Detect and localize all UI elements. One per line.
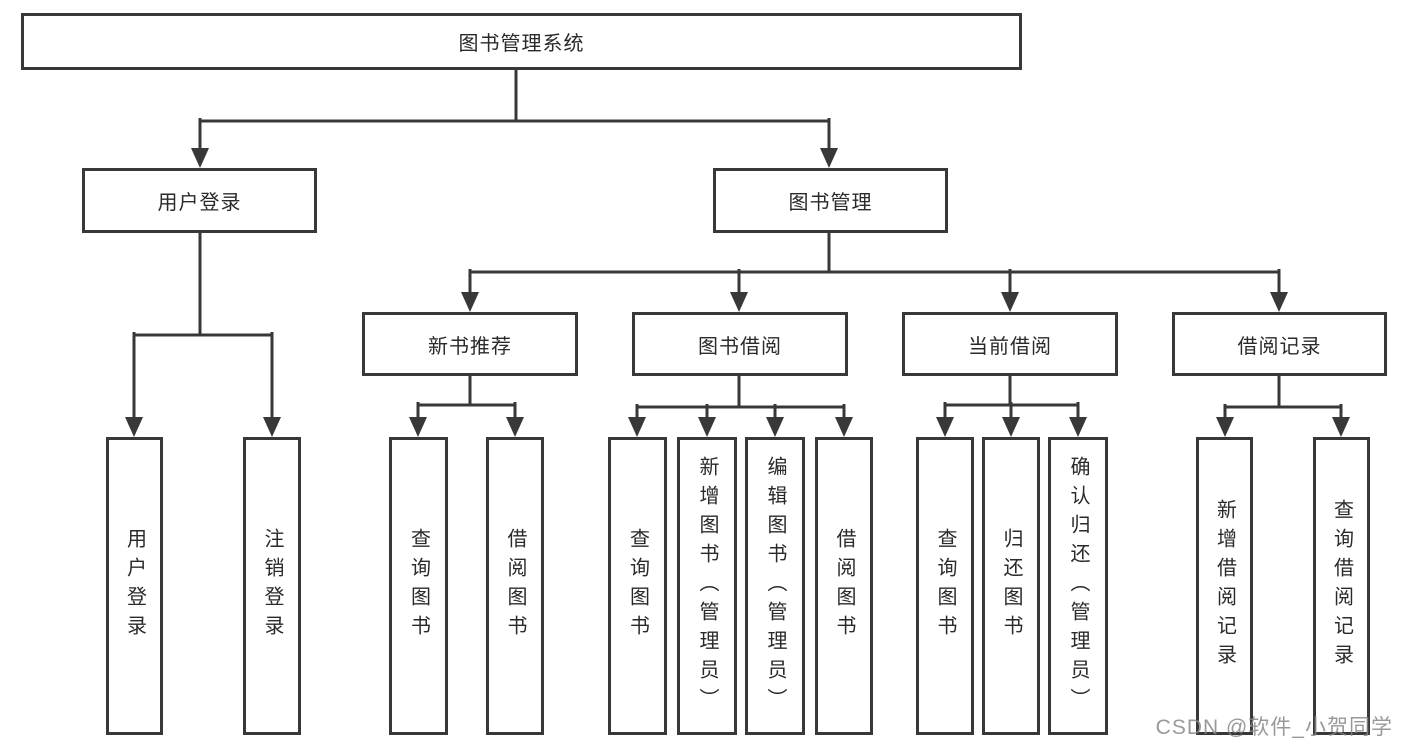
node-user-login-label: 用户登录 <box>157 192 242 214</box>
leaf-confirm-return-admin: 确认归还（管理员） <box>1048 437 1108 735</box>
node-book-borrow-label: 图书借阅 <box>698 335 782 358</box>
connector-borrow-records-to-leaves <box>1216 374 1350 437</box>
leaf-return-books: 归还图书 <box>982 437 1040 735</box>
leaf-query-books-borrow: 查询图书 <box>608 437 667 735</box>
watermark: CSDN @软件_小贺同学 <box>1155 716 1393 739</box>
leaf-query-books-recommend: 查询图书 <box>389 437 448 735</box>
leaf-add-books-admin: 新增图书（管理员） <box>677 437 737 735</box>
leaf-borrow-books-label: 借阅图书 <box>833 528 855 644</box>
leaf-user-login: 用户登录 <box>106 437 163 735</box>
leaf-borrow-books-recommend-label: 借阅图书 <box>504 528 526 644</box>
node-new-book-recommend: 新书推荐 <box>362 312 578 376</box>
connector-current-borrow-to-leaves <box>936 374 1087 437</box>
node-book-management-label: 图书管理 <box>788 192 873 214</box>
leaf-return-books-label: 归还图书 <box>1000 528 1022 644</box>
connector-book-management-to-level3 <box>461 231 1288 312</box>
node-new-book-recommend-label: 新书推荐 <box>428 335 512 358</box>
node-current-borrow-label: 当前借阅 <box>968 335 1052 358</box>
leaf-borrow-books-recommend: 借阅图书 <box>486 437 544 735</box>
leaf-confirm-return-admin-label: 确认归还（管理员） <box>1067 455 1089 717</box>
connector-book-borrow-to-leaves <box>628 374 853 437</box>
leaf-query-borrow-record-label: 查询借阅记录 <box>1330 499 1353 673</box>
node-borrow-records-label: 借阅记录 <box>1237 335 1322 358</box>
node-current-borrow: 当前借阅 <box>902 312 1118 376</box>
leaf-query-books-borrow-label: 查询图书 <box>626 528 649 644</box>
leaf-query-borrow-record: 查询借阅记录 <box>1313 437 1370 735</box>
leaf-add-books-admin-label: 新增图书（管理员） <box>696 455 718 717</box>
leaf-logout: 注销登录 <box>243 437 301 735</box>
node-user-login: 用户登录 <box>82 168 317 233</box>
leaf-query-books-recommend-label: 查询图书 <box>407 528 430 644</box>
node-borrow-records: 借阅记录 <box>1172 312 1387 376</box>
node-library-system: 图书管理系统 <box>21 13 1022 70</box>
leaf-query-books-current: 查询图书 <box>916 437 974 735</box>
leaf-user-login-label: 用户登录 <box>123 528 146 644</box>
node-book-borrow: 图书借阅 <box>632 312 848 376</box>
leaf-logout-label: 注销登录 <box>261 528 283 644</box>
leaf-borrow-books: 借阅图书 <box>815 437 873 735</box>
leaf-query-books-current-label: 查询图书 <box>934 528 956 644</box>
node-library-system-label: 图书管理系统 <box>458 33 585 55</box>
connector-new-book-to-leaves <box>409 374 524 437</box>
connector-user-login-to-leaves <box>125 231 281 437</box>
leaf-add-borrow-record: 新增借阅记录 <box>1196 437 1253 735</box>
leaf-edit-books-admin: 编辑图书（管理员） <box>745 437 805 735</box>
node-book-management: 图书管理 <box>713 168 948 233</box>
connector-root-to-level2 <box>191 68 838 168</box>
leaf-edit-books-admin-label: 编辑图书（管理员） <box>764 455 786 717</box>
leaf-add-borrow-record-label: 新增借阅记录 <box>1213 499 1236 673</box>
